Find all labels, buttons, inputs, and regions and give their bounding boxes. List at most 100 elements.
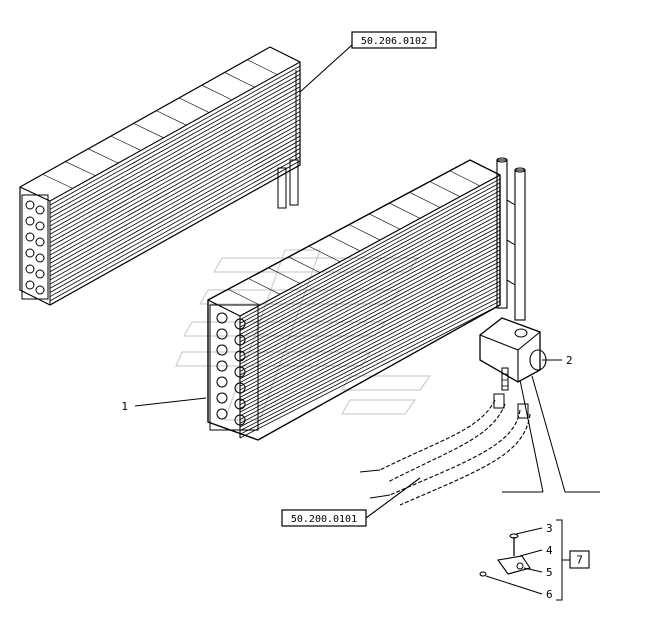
fin-line	[239, 241, 501, 380]
reference-box-bottom[interactable]: 50.200.0101	[281, 509, 367, 527]
fin-line	[49, 144, 301, 285]
tube-port	[216, 408, 228, 420]
fin-line	[239, 210, 501, 350]
fin-line	[49, 65, 301, 206]
fin-line	[178, 97, 210, 113]
tube-port	[25, 216, 35, 226]
fin-line	[49, 106, 301, 248]
fin-line	[239, 221, 501, 361]
fin-line	[239, 253, 501, 391]
fin-line	[49, 160, 301, 302]
fin-line	[469, 159, 501, 176]
tube-port	[35, 205, 45, 215]
fin-line	[239, 186, 501, 328]
fin-line	[239, 198, 501, 339]
fin-line	[429, 181, 461, 197]
fin-line	[239, 269, 501, 406]
fin-line	[268, 267, 301, 284]
fin-line	[49, 127, 301, 268]
fin-line	[389, 202, 421, 219]
fin-line	[239, 245, 501, 383]
fin-line	[201, 84, 232, 101]
tube-port	[25, 264, 35, 274]
fin-line	[239, 233, 501, 372]
fin-line	[49, 74, 301, 214]
fin-line	[49, 131, 301, 273]
fin-line	[239, 214, 501, 354]
fin-line	[228, 288, 261, 306]
tube-port	[234, 318, 246, 330]
fin-line	[42, 174, 73, 189]
fin-line	[49, 94, 301, 235]
fin-line	[449, 170, 481, 187]
callout-3: 3	[546, 522, 553, 535]
fin-line	[133, 123, 164, 139]
tube-port	[216, 344, 228, 356]
tube-port	[25, 232, 35, 242]
tube-port	[216, 328, 228, 340]
fin-line	[49, 135, 301, 277]
fin-line	[49, 156, 301, 298]
fin-line	[49, 102, 301, 243]
callout-6: 6	[546, 588, 553, 601]
fin-line	[239, 257, 501, 394]
fin-line	[239, 273, 501, 409]
reference-box-top[interactable]: 50.206.0102	[351, 31, 437, 49]
fin-line	[269, 46, 301, 63]
tube-port	[35, 253, 45, 263]
tube-port	[25, 200, 35, 210]
fin-line	[239, 265, 501, 402]
tube-port	[25, 280, 35, 290]
tube-port	[35, 221, 45, 231]
fin-line	[369, 213, 401, 230]
fin-line	[49, 119, 301, 260]
fin-line	[328, 235, 361, 252]
tube-port	[234, 350, 246, 362]
tube-port	[216, 392, 228, 404]
fin-line	[247, 59, 278, 75]
callout-4: 4	[546, 544, 553, 557]
fin-line	[156, 110, 187, 126]
tube-port	[234, 366, 246, 378]
fin-line	[49, 111, 301, 252]
fin-line	[110, 135, 142, 151]
tube-port	[35, 285, 45, 295]
fin-line	[239, 174, 501, 317]
fin-line	[239, 284, 501, 420]
refrigerant-hoses	[359, 393, 531, 506]
fin-line	[239, 292, 501, 428]
fin-line	[239, 206, 501, 346]
fin-line	[248, 278, 281, 295]
fin-line	[239, 304, 501, 439]
fin-line	[49, 90, 301, 231]
fin-line	[308, 245, 341, 263]
reference-label-bottom: 50.200.0101	[291, 514, 357, 525]
fin-line	[49, 82, 301, 223]
fin-line	[49, 164, 301, 306]
callout-5: 5	[546, 566, 553, 579]
tube-port	[25, 248, 35, 258]
fin-line	[49, 123, 301, 264]
fin-line	[19, 186, 51, 202]
fin-line	[239, 202, 501, 343]
tube-port	[234, 414, 246, 426]
tube-port	[234, 334, 246, 346]
tube-port	[35, 237, 45, 247]
fin-line	[239, 288, 501, 424]
fin-line	[239, 194, 501, 335]
tube-port	[234, 382, 246, 394]
fin-line	[49, 69, 301, 210]
fin-line	[288, 256, 321, 273]
reference-label-top: 50.206.0102	[361, 36, 427, 47]
fin-line	[239, 249, 501, 387]
fin-line	[239, 217, 501, 358]
tube-port	[234, 398, 246, 410]
callout-7: 7	[576, 554, 583, 567]
fin-line	[409, 192, 441, 208]
fin-line	[49, 115, 301, 256]
fin-line	[239, 182, 501, 324]
fin-line	[239, 261, 501, 398]
fin-line	[49, 139, 301, 281]
heater-core-upper	[19, 46, 301, 306]
